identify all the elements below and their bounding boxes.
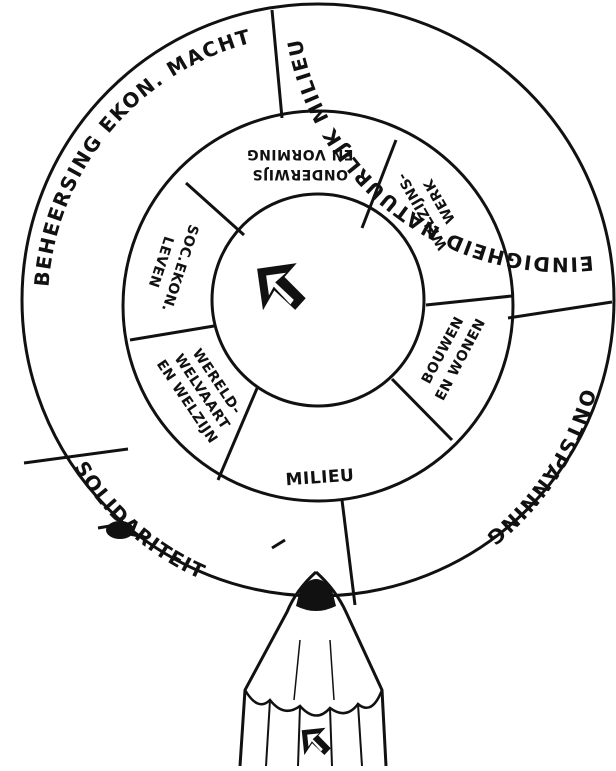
outer-label-solidariteit: SOLIDARITEIT: [70, 457, 210, 584]
hub-circle: [212, 194, 424, 406]
svg-text:MILIEU: MILIEU: [285, 466, 355, 491]
outer-divider: [24, 449, 128, 463]
outer-divider: [272, 10, 282, 118]
outer-divider: [342, 500, 355, 605]
ink-blot: [106, 521, 134, 539]
svg-text:ONDERWIJS: ONDERWIJS: [252, 166, 348, 182]
svg-text:EN VORMING: EN VORMING: [247, 146, 354, 162]
pencil-arrow-logo-icon: [302, 727, 332, 757]
outer-divider: [508, 302, 612, 318]
pencil-illustration: [240, 572, 386, 766]
arrow-logo-icon: [257, 263, 307, 315]
inner-divider: [426, 296, 512, 305]
inner-label-socekon: SOC.EKON. LEVEN: [139, 216, 201, 313]
inner-label-bouwen: BOUWEN EN WONEN: [415, 307, 489, 404]
ink-mark: [272, 540, 285, 548]
inner-label-milieu: MILIEU: [285, 466, 355, 491]
outer-label-ontspanning: ONTSPANNING: [481, 387, 600, 551]
inner-divider: [130, 326, 214, 340]
